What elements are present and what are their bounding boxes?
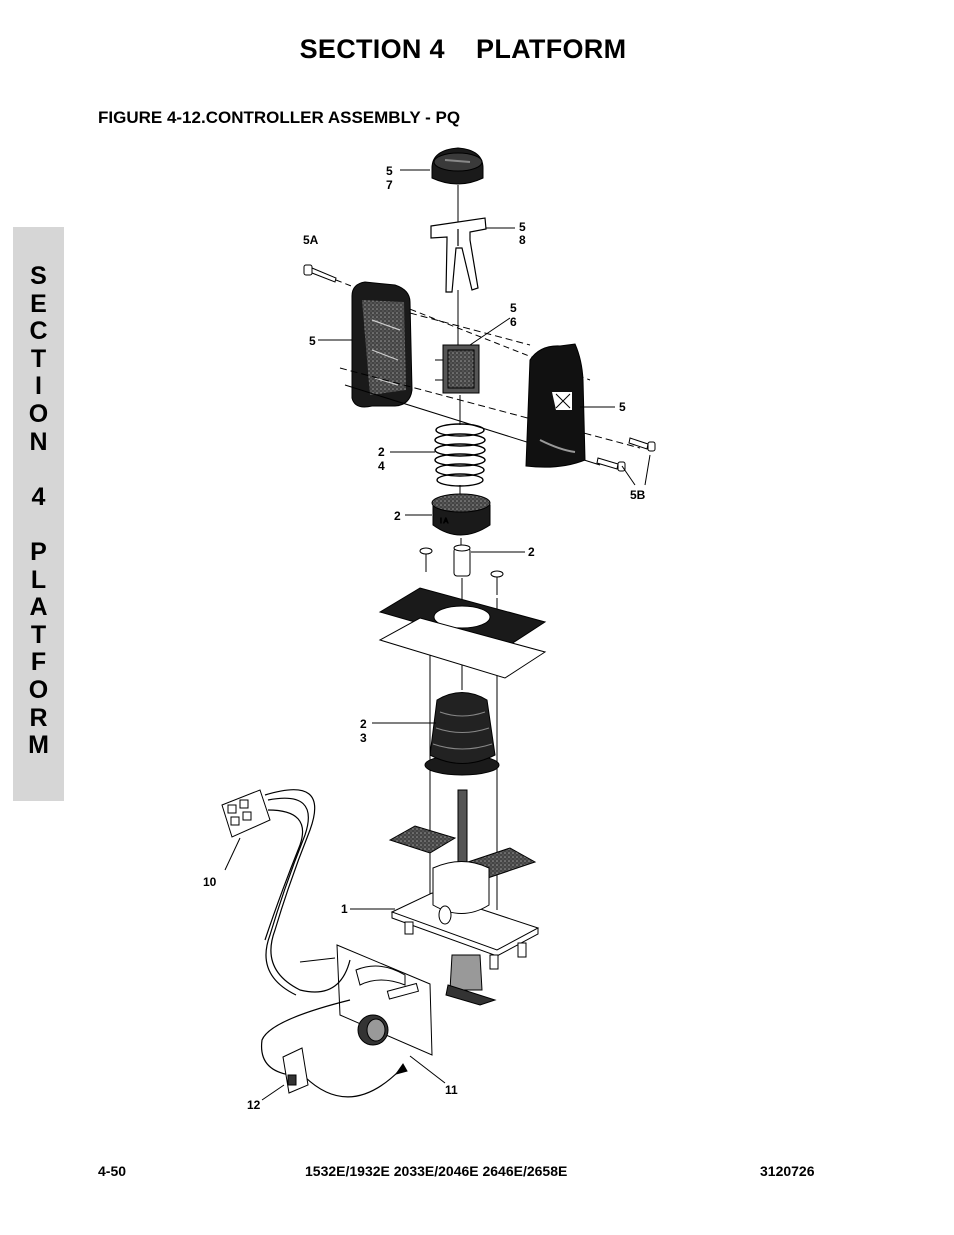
callout-5-8-line2: 8 bbox=[519, 233, 526, 247]
connector-part bbox=[221, 789, 271, 838]
callout-2-4-line1: 2 bbox=[378, 445, 385, 459]
collar-part: I A bbox=[431, 493, 491, 536]
callout-5-right: 5 bbox=[619, 400, 626, 414]
side-tab-letter: O bbox=[28, 675, 49, 704]
figure-title: FIGURE 4-12.CONTROLLER ASSEMBLY - PQ bbox=[98, 108, 461, 127]
callout-1: 1 bbox=[341, 902, 348, 916]
callout-5-7-line2: 7 bbox=[386, 178, 393, 192]
side-tab-letter: T bbox=[30, 344, 47, 373]
callout-2-3-line1: 2 bbox=[360, 717, 367, 731]
wire-harness bbox=[260, 789, 401, 1098]
side-tab-letter: M bbox=[28, 731, 49, 760]
controller-assembly-diagram: I A bbox=[0, 140, 954, 1140]
callout-12: 12 bbox=[247, 1098, 261, 1112]
model-numbers: 1532E/1932E 2033E/2046E 2646E/2658E bbox=[305, 1163, 568, 1179]
side-tab-letter: A bbox=[29, 593, 48, 622]
side-tab-letters: S E C T I O N 4 P L A T F O R M bbox=[13, 262, 64, 760]
screws-5b bbox=[596, 437, 656, 472]
callout-2-collar: 2 bbox=[394, 509, 401, 523]
side-tab-letter: O bbox=[28, 399, 49, 428]
callout-5-left: 5 bbox=[309, 334, 316, 348]
callout-10: 10 bbox=[203, 875, 217, 889]
rubber-boot-part bbox=[424, 692, 500, 776]
switch-block-part bbox=[435, 344, 480, 394]
sleeve-part bbox=[419, 544, 504, 595]
side-tab-letter: R bbox=[29, 703, 48, 732]
callout-5a: 5A bbox=[303, 233, 319, 247]
callout-5-8-line1: 5 bbox=[519, 220, 526, 234]
shaft-part bbox=[457, 789, 468, 866]
base-assembly-part bbox=[390, 861, 540, 1006]
exploded-view-drawing: I A bbox=[203, 147, 656, 1112]
callout-2-3-line2: 3 bbox=[360, 731, 367, 745]
document-number: 3120726 bbox=[760, 1163, 815, 1179]
callout-2-sleeve: 2 bbox=[528, 545, 535, 559]
callout-leader-lines bbox=[224, 169, 651, 1101]
mounting-plate-part bbox=[378, 587, 547, 679]
side-tab-letter: C bbox=[29, 317, 48, 346]
callout-5-6-line2: 6 bbox=[510, 315, 517, 329]
microswitch-part bbox=[282, 1047, 408, 1094]
right-handle-half bbox=[525, 343, 586, 468]
callout-5b: 5B bbox=[630, 488, 646, 502]
side-tab-letter: T bbox=[30, 620, 47, 649]
trigger-fork-part bbox=[430, 217, 487, 293]
side-tab-letter: P bbox=[30, 537, 47, 566]
potentiometer-plate-part bbox=[299, 944, 433, 1056]
callout-5-6-line1: 5 bbox=[510, 301, 517, 315]
side-tab-letter: 4 bbox=[31, 482, 46, 511]
svg-text:I A: I A bbox=[440, 518, 449, 525]
side-tab-letter: N bbox=[29, 427, 48, 456]
section-title: SECTION 4 PLATFORM bbox=[299, 34, 627, 64]
side-tab-letter: F bbox=[30, 648, 47, 677]
callout-2-4-line2: 4 bbox=[378, 459, 385, 473]
side-tab-letter: S bbox=[30, 262, 47, 290]
spring-part bbox=[434, 423, 486, 487]
side-tab-letter: I bbox=[35, 372, 42, 401]
callout-5-7-line1: 5 bbox=[386, 164, 393, 178]
side-tab-letter: E bbox=[30, 289, 47, 318]
side-tab-letter: L bbox=[30, 565, 47, 594]
left-handle-half bbox=[351, 281, 413, 408]
section-side-tab: S E C T I O N 4 P L A T F O R M bbox=[13, 227, 64, 801]
callout-labels: 5 7 5 8 5A 5 6 5 5 2 4 5B 2 2 2 3 10 1 1… bbox=[203, 164, 646, 1112]
page-number: 4-50 bbox=[98, 1163, 127, 1179]
callout-11: 11 bbox=[445, 1083, 458, 1097]
knob-part bbox=[431, 147, 484, 185]
